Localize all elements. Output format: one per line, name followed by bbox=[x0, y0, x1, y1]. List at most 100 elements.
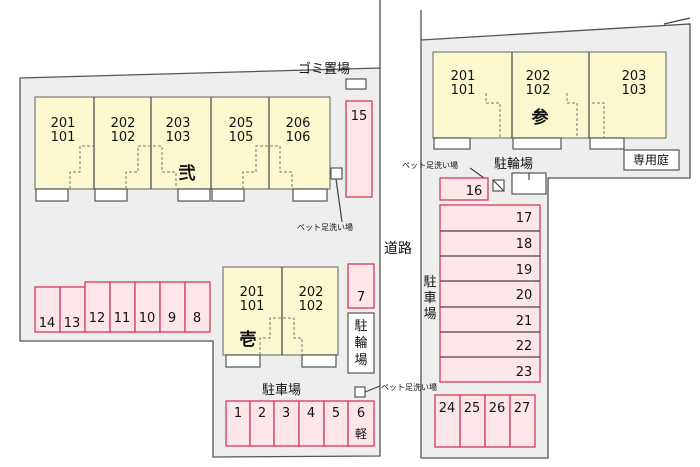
parking-spot-24 bbox=[434, 394, 461, 448]
bicycle-label-char: 場 bbox=[354, 353, 367, 368]
balcony bbox=[211, 188, 245, 202]
unit-label-top: 203 bbox=[166, 116, 191, 131]
unit-label-bottom: 102 bbox=[111, 130, 136, 145]
lot-edge-corner bbox=[663, 17, 691, 25]
parking-number: 21 bbox=[516, 314, 533, 329]
parking-number: 9 bbox=[168, 311, 176, 326]
balcony bbox=[177, 188, 211, 202]
parking-number: 16 bbox=[466, 184, 483, 199]
unit-label-top: 202 bbox=[111, 116, 136, 131]
unit-label-bottom: 105 bbox=[229, 130, 254, 145]
parking-spot-16 bbox=[439, 177, 489, 201]
parking-number: 19 bbox=[516, 263, 533, 278]
parking-label-bottom: 駐車場 bbox=[262, 383, 301, 398]
parking-label-char: 場 bbox=[423, 307, 436, 322]
unit-label-top: 206 bbox=[286, 116, 311, 131]
parking-spot-6 bbox=[347, 400, 375, 447]
pet-wash-pointer bbox=[364, 385, 381, 393]
bicycle-label: 駐輪場 bbox=[494, 156, 533, 172]
building-name: 参 bbox=[532, 107, 549, 128]
unit-label-top: 201 bbox=[51, 116, 76, 131]
unit-label-bottom: 103 bbox=[166, 130, 191, 145]
unit-label-bottom: 101 bbox=[240, 299, 265, 314]
parking-spot-15 bbox=[345, 100, 373, 198]
parking-label-char: 車 bbox=[423, 291, 436, 306]
building-ichi: 201 101 202 102 壱 bbox=[222, 266, 339, 368]
parking-number: 13 bbox=[64, 316, 81, 331]
road-label: 道路 bbox=[384, 241, 412, 257]
unit-label-bottom: 103 bbox=[622, 83, 647, 98]
building-ni-body bbox=[34, 96, 331, 190]
building-ichi-body bbox=[222, 266, 339, 356]
parking-number: 7 bbox=[357, 290, 365, 305]
parking-spot-3 bbox=[273, 400, 300, 447]
unit-label-bottom: 102 bbox=[526, 83, 551, 98]
balcony bbox=[292, 188, 328, 202]
parking-number: 3 bbox=[282, 406, 290, 421]
balcony bbox=[225, 354, 261, 368]
unit-label-top: 201 bbox=[240, 285, 265, 300]
balcony bbox=[512, 137, 562, 150]
parking-spot-4 bbox=[298, 400, 325, 447]
parking-column-block bbox=[439, 204, 541, 383]
balcony bbox=[301, 354, 337, 368]
parking-number: 18 bbox=[516, 237, 533, 252]
parking-spot-7 bbox=[347, 263, 375, 309]
parking-spot-2 bbox=[249, 400, 275, 447]
parking-spot-14 bbox=[34, 286, 61, 333]
parking-number: 27 bbox=[514, 401, 531, 416]
private-garden-label: 専用庭 bbox=[633, 152, 669, 167]
parking-number: 11 bbox=[114, 311, 131, 326]
balcony bbox=[589, 137, 625, 150]
unit-label-top: 203 bbox=[622, 69, 647, 84]
pet-wash-station bbox=[330, 167, 343, 180]
light-vehicle-label: 軽 bbox=[355, 427, 367, 441]
parking-number: 4 bbox=[307, 406, 315, 421]
building-ni: 201 101 202 102 203 103 205 105 206 106 … bbox=[34, 96, 331, 202]
balcony bbox=[433, 137, 471, 150]
unit-label-bottom: 106 bbox=[286, 130, 311, 145]
building-san: 専用庭 201 101 202 102 203 103 参 bbox=[432, 51, 680, 171]
parking-label-char: 駐 bbox=[423, 275, 436, 290]
stair-outline bbox=[592, 102, 605, 138]
building-name: 壱 bbox=[240, 329, 257, 350]
bicycle-label-char: 駐 bbox=[354, 319, 367, 334]
parking-number: 24 bbox=[439, 401, 456, 416]
parking-spot-12 bbox=[84, 281, 111, 333]
building-name: 弐 bbox=[179, 164, 196, 184]
stair-outline bbox=[566, 93, 578, 138]
building-san-body bbox=[432, 51, 667, 139]
stair-outline bbox=[125, 145, 177, 189]
private-garden bbox=[623, 149, 680, 171]
pet-wash-pointer bbox=[335, 178, 343, 223]
unit-label-bottom: 102 bbox=[299, 299, 324, 314]
parking-number: 10 bbox=[139, 311, 156, 326]
parking-number: 23 bbox=[516, 365, 533, 380]
parking-number: 15 bbox=[351, 109, 368, 124]
pet-wash-station bbox=[354, 386, 366, 398]
parking-number: 1 bbox=[234, 406, 242, 421]
parking-number: 5 bbox=[332, 406, 340, 421]
parking-number: 12 bbox=[89, 311, 106, 326]
pet-wash-label: ペット足洗い場 bbox=[297, 222, 353, 232]
pet-wash-pointer bbox=[469, 167, 485, 179]
balcony bbox=[35, 188, 69, 202]
parking-number: 20 bbox=[516, 288, 533, 303]
unit-label-bottom: 101 bbox=[51, 130, 76, 145]
pet-wash-mark bbox=[492, 179, 505, 192]
parking-spot-8 bbox=[184, 281, 211, 333]
unit-label-top: 201 bbox=[451, 69, 476, 84]
parking-row-right-bottom: 24 25 26 27 bbox=[434, 394, 536, 448]
stair-outline bbox=[485, 93, 501, 138]
parking-number: 8 bbox=[193, 311, 201, 326]
stair-outline bbox=[69, 145, 95, 189]
parking-spot-27 bbox=[509, 394, 536, 448]
parking-number: 2 bbox=[258, 406, 266, 421]
unit-label-bottom: 101 bbox=[451, 83, 476, 98]
parking-number: 25 bbox=[464, 401, 481, 416]
parking-spot-10 bbox=[134, 281, 161, 333]
garbage-box bbox=[345, 78, 367, 90]
unit-label-top: 205 bbox=[229, 116, 254, 131]
parking-spot-1 bbox=[225, 400, 251, 447]
